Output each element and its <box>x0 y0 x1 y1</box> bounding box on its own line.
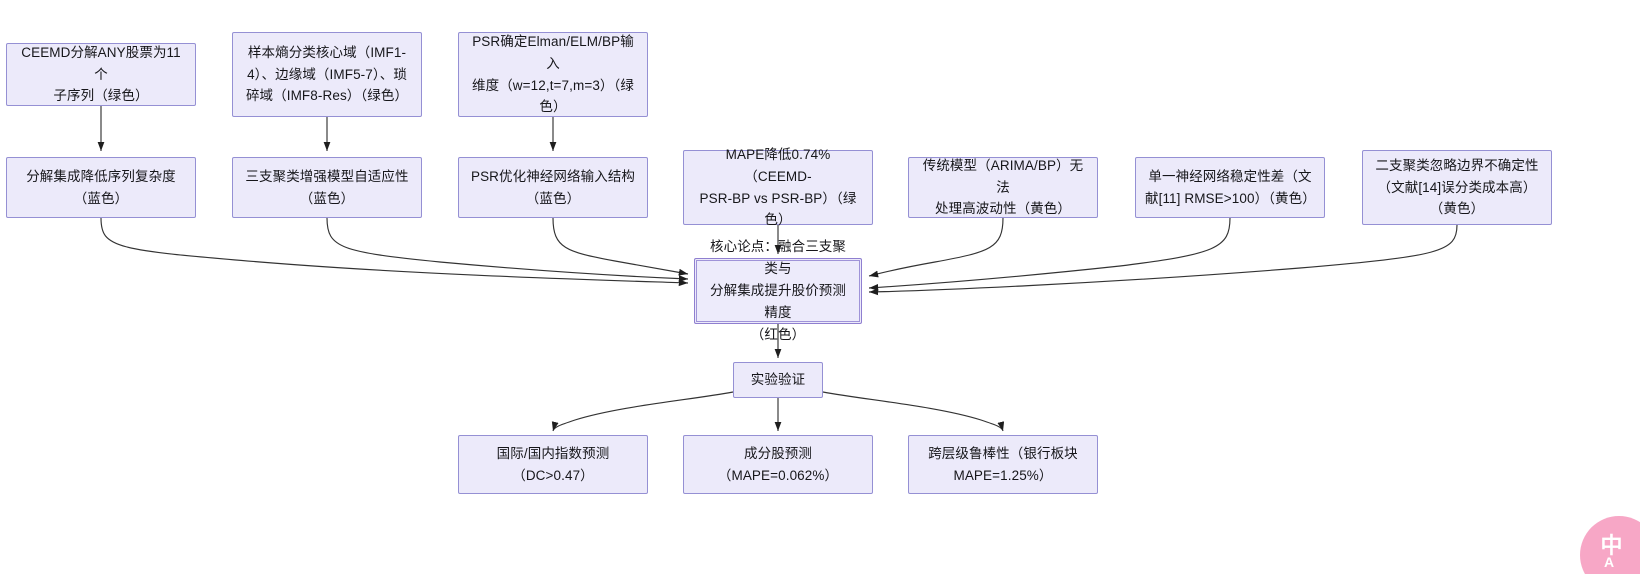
node-psr-input-dimension[interactable]: PSR确定Elman/ELM/BP输入 维度（w=12,t=7,m=3）（绿 色… <box>458 32 648 117</box>
watermark-char: 中 <box>1600 533 1622 558</box>
node-label: 二支聚类忽略边界不确定性 （文献[14]误分类成本高） （黄色） <box>1375 157 1539 217</box>
node-cross-level-robustness[interactable]: 跨层级鲁棒性（银行板块 MAPE=1.25%） <box>908 435 1098 494</box>
node-two-way-clustering-boundary[interactable]: 二支聚类忽略边界不确定性 （文献[14]误分类成本高） （黄色） <box>1362 150 1552 225</box>
node-label: 样本熵分类核心域（IMF1- 4）、边缘域（IMF5-7）、琐 碎域（IMF8-… <box>245 44 409 104</box>
node-three-way-clustering-adaptivity[interactable]: 三支聚类增强模型自适应性 （蓝色） <box>232 157 422 218</box>
node-ceemd-decompose[interactable]: CEEMD分解ANY股票为11个 子序列（绿色） <box>6 43 196 106</box>
node-single-neural-network-instability[interactable]: 单一神经网络稳定性差（文 献[11] RMSE>100）（黄色） <box>1135 157 1325 218</box>
edge-traditional-to-core <box>868 217 1004 278</box>
node-constituent-stock-forecast[interactable]: 成分股预测 （MAPE=0.062%） <box>683 435 873 494</box>
node-label: 核心论点：融合三支聚类与 分解集成提升股价预测精度 （红色） <box>710 239 846 342</box>
node-label: PSR优化神经网络输入结构 （蓝色） <box>470 168 636 206</box>
node-decomposition-complexity[interactable]: 分解集成降低序列复杂度 （蓝色） <box>6 157 196 218</box>
node-label: MAPE降低0.74%（CEEMD- PSR-BP vs PSR-BP）（绿 色… <box>699 146 857 228</box>
node-label: PSR确定Elman/ELM/BP输入 维度（w=12,t=7,m=3）（绿 色… <box>472 33 634 115</box>
edge-psropt-to-core <box>552 217 689 276</box>
edge-singlenn-to-core <box>868 217 1231 291</box>
node-psr-optimize-network[interactable]: PSR优化神经网络输入结构 （蓝色） <box>458 157 648 218</box>
node-experiment-validation[interactable]: 实验验证 <box>733 362 823 398</box>
edge-threeway-to-core <box>326 217 689 283</box>
node-sample-entropy-classification[interactable]: 样本熵分类核心域（IMF1- 4）、边缘域（IMF5-7）、琐 碎域（IMF8-… <box>232 32 422 117</box>
node-label: 单一神经网络稳定性差（文 献[11] RMSE>100）（黄色） <box>1145 168 1316 206</box>
edge-experiment-to-index <box>551 391 734 432</box>
node-label: 三支聚类增强模型自适应性 （蓝色） <box>245 168 409 206</box>
node-core-claim[interactable]: 核心论点：融合三支聚类与 分解集成提升股价预测精度 （红色） <box>694 239 862 342</box>
node-label: 传统模型（ARIMA/BP）无法 处理高波动性（黄色） <box>922 157 1084 217</box>
node-label: 跨层级鲁棒性（银行板块 MAPE=1.25%） <box>928 445 1078 483</box>
edge-decomp-to-core <box>100 217 689 287</box>
node-label: CEEMD分解ANY股票为11个 子序列（绿色） <box>21 44 181 104</box>
watermark-sub: A <box>1603 554 1615 570</box>
edge-experiment-to-robust <box>822 391 1005 432</box>
node-label: 实验验证 <box>750 372 806 388</box>
watermark-logo: 中 A <box>1580 516 1640 574</box>
node-mape-reduction[interactable]: MAPE降低0.74%（CEEMD- PSR-BP vs PSR-BP）（绿 色… <box>683 147 873 227</box>
node-label: 分解集成降低序列复杂度 （蓝色） <box>26 168 176 206</box>
node-label: 成分股预测 （MAPE=0.062%） <box>717 445 839 483</box>
node-traditional-model-limitation[interactable]: 传统模型（ARIMA/BP）无法 处理高波动性（黄色） <box>908 157 1098 218</box>
edge-twoway-to-core <box>868 224 1458 296</box>
node-index-forecast[interactable]: 国际/国内指数预测 （DC>0.47） <box>458 435 648 494</box>
node-label: 国际/国内指数预测 （DC>0.47） <box>496 445 610 483</box>
